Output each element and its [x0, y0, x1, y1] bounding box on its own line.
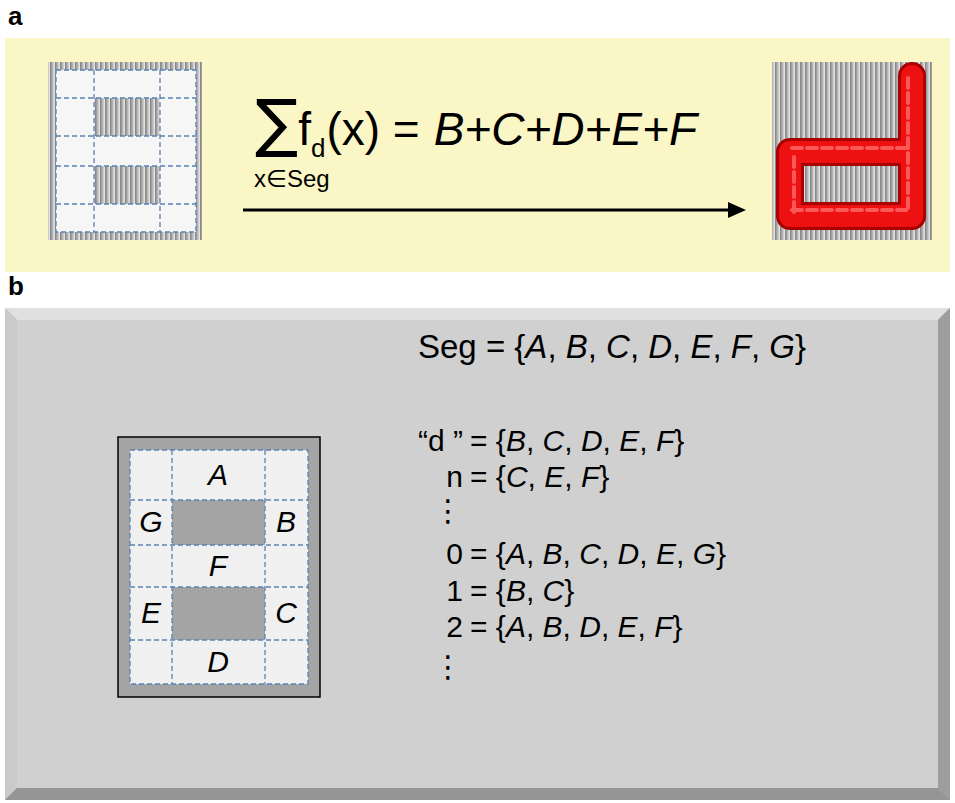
symbol-key: 1: [403, 574, 463, 609]
patterned-digit: [772, 62, 932, 240]
segment-dashes: [56, 70, 196, 232]
function-name: f: [298, 103, 311, 155]
segment-list: = {B, C, D, E, F}: [470, 424, 684, 459]
segment-sum: B+C+D+E+F: [434, 103, 697, 155]
red-highlight: [792, 78, 908, 212]
red-segment: [790, 76, 912, 216]
transform-arrow: [243, 202, 746, 218]
symbol-key: 0: [403, 537, 463, 572]
segment-label: F: [209, 549, 227, 584]
red-segment-shadow: [790, 76, 912, 216]
segment-area: [130, 450, 308, 684]
segment-list: = {A, B, C, D, E, G}: [470, 537, 726, 572]
segment-label: D: [207, 645, 229, 680]
panel-background: [5, 38, 950, 272]
panel-label: b: [8, 272, 24, 302]
digit-frame: [118, 437, 320, 697]
function-subscript: d: [311, 133, 325, 163]
symbol-key: “d ”: [403, 424, 463, 459]
digit-box: A G B F E C D: [118, 437, 320, 697]
bevel-bottom: [5, 788, 950, 800]
panel-face: [17, 320, 938, 788]
segment-label: A: [208, 458, 228, 493]
symbol-key: n: [403, 460, 463, 495]
bevel-top: [5, 308, 950, 320]
segment-label: B: [276, 505, 296, 540]
panel-label: a: [8, 2, 22, 32]
panel-background: [5, 308, 950, 800]
panel-b: AGBFECDbSeg = {A, B, C, D, E, F, G}“d ”=…: [5, 308, 950, 800]
sum-index: x∈Seg: [254, 165, 330, 193]
ellipsis: ⋮: [403, 650, 463, 685]
arrow-head: [728, 202, 746, 218]
striped-substrate: [772, 62, 932, 240]
segment-label: G: [139, 505, 162, 540]
striped-substrate: [48, 62, 202, 240]
segment-list: = {B, C}: [470, 574, 574, 609]
function-argument: (x) =: [326, 103, 419, 155]
formula-line: ∑fd(x) = B+C+D+E+F: [255, 87, 697, 164]
segment-list: = {A, B, D, E, F}: [470, 610, 683, 645]
segment-list: = {C, E, F}: [470, 460, 609, 495]
bevel-right: [938, 308, 950, 800]
segment-dashes: [130, 450, 308, 684]
panel-a: ∑fd(x) =B+C+D+E+Fax∈Seg: [5, 38, 950, 272]
segment-label: E: [141, 596, 161, 631]
arrow-shaft: [243, 209, 732, 212]
symbol-key: 2: [403, 610, 463, 645]
digit-box: [118, 437, 320, 697]
segment-area: [56, 70, 196, 232]
ellipsis: ⋮: [403, 494, 463, 529]
panel-bevel: [5, 308, 950, 800]
bevel-left: [5, 308, 17, 800]
segment-label: C: [275, 596, 297, 631]
segment-set: Seg = {A, B, C, D, E, F, G}: [418, 328, 806, 366]
sum-symbol: ∑: [255, 86, 298, 160]
segment-template: [48, 62, 202, 240]
